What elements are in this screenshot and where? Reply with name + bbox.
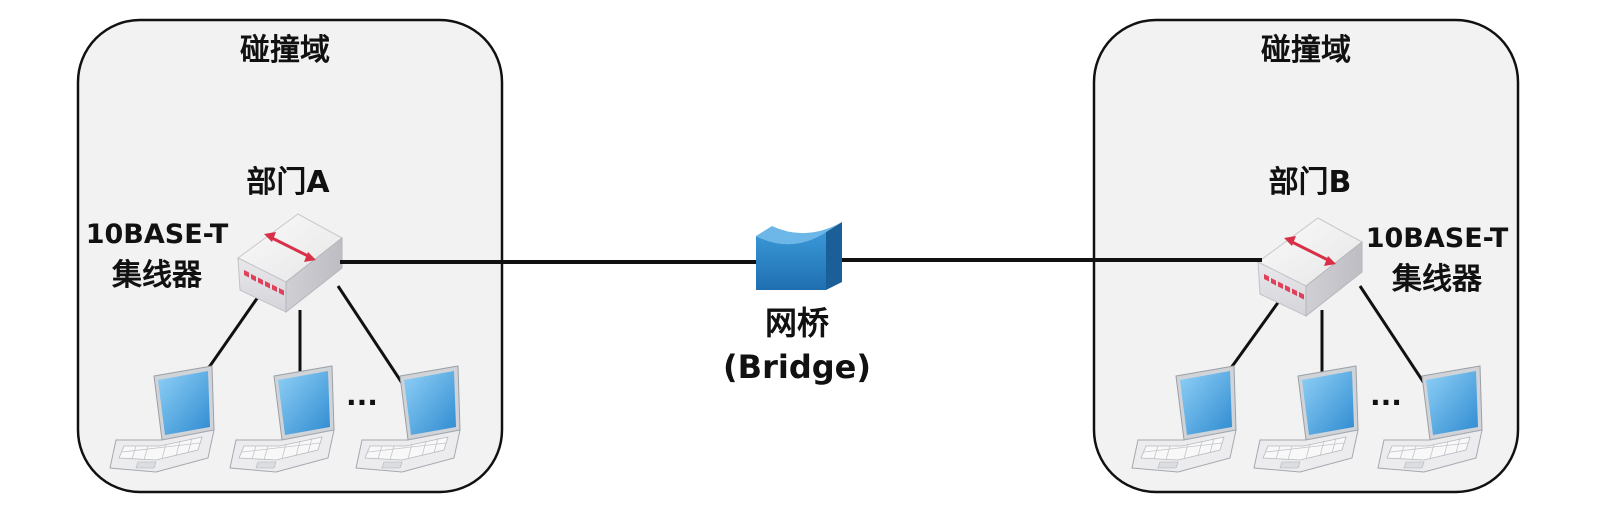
collision-domain-a: 碰撞域 部门A 10BASE-T 集线器 ... xyxy=(76,18,504,494)
collision-domain-b: 碰撞域 部门B 10BASE-T 集线器 ... xyxy=(1092,18,1520,494)
department-b-label: 部门B xyxy=(1269,165,1352,200)
more-devices-ellipsis-b: ... xyxy=(1370,379,1402,412)
bridge-label-cn: 网桥 xyxy=(765,304,829,342)
bridge-label-en: (Bridge) xyxy=(723,348,871,386)
hub-b-label-line2: 集线器 xyxy=(1391,262,1483,297)
hub-b-label-line1: 10BASE-T xyxy=(1366,223,1509,254)
department-a-label: 部门A xyxy=(246,165,330,200)
hub-a-label-line2: 集线器 xyxy=(111,258,203,293)
more-devices-ellipsis-a: ... xyxy=(346,379,378,412)
domain-a-title: 碰撞域 xyxy=(240,33,330,68)
hub-a-label-line1: 10BASE-T xyxy=(86,219,229,250)
link-hub-b-laptop-3 xyxy=(1358,285,1428,387)
domain-b-title: 碰撞域 xyxy=(1261,33,1351,68)
bridge-icon xyxy=(756,222,842,290)
link-hub-a-laptop-3 xyxy=(336,285,406,387)
